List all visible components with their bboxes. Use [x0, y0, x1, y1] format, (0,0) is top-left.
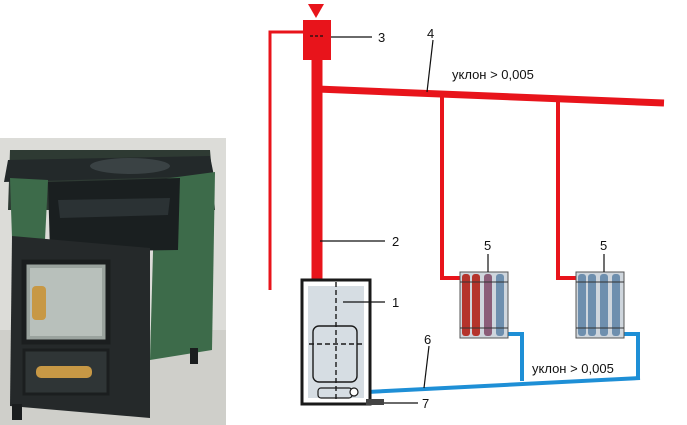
supply-drop-2	[556, 98, 576, 280]
return-from-radiator-2	[624, 332, 640, 379]
radiator-1	[459, 271, 509, 339]
label-6: 6	[424, 332, 431, 347]
label-7: 7	[422, 396, 429, 411]
down-triangle-icon	[308, 4, 324, 18]
label-5-left: 5	[484, 238, 491, 253]
stove-photo	[0, 138, 226, 425]
label-3: 3	[378, 30, 385, 45]
label-1: 1	[392, 295, 399, 310]
supply-drop-1	[440, 93, 460, 280]
label-4: 4	[427, 26, 434, 41]
slope-label-bottom: уклон > 0,005	[532, 361, 614, 376]
label-5-right: 5	[600, 238, 607, 253]
radiator-2	[575, 271, 625, 339]
supply-main	[316, 85, 665, 107]
label-2: 2	[392, 234, 399, 249]
boiler	[300, 278, 384, 406]
supply-pipes	[268, 30, 665, 290]
return-pipes	[366, 332, 641, 394]
expansion-tank	[303, 20, 331, 60]
return-from-radiator-1	[508, 332, 524, 381]
vent-pipe	[268, 30, 303, 290]
slope-label-top: уклон > 0,005	[452, 67, 534, 82]
return-main	[366, 376, 641, 394]
leader-lines	[320, 36, 605, 404]
